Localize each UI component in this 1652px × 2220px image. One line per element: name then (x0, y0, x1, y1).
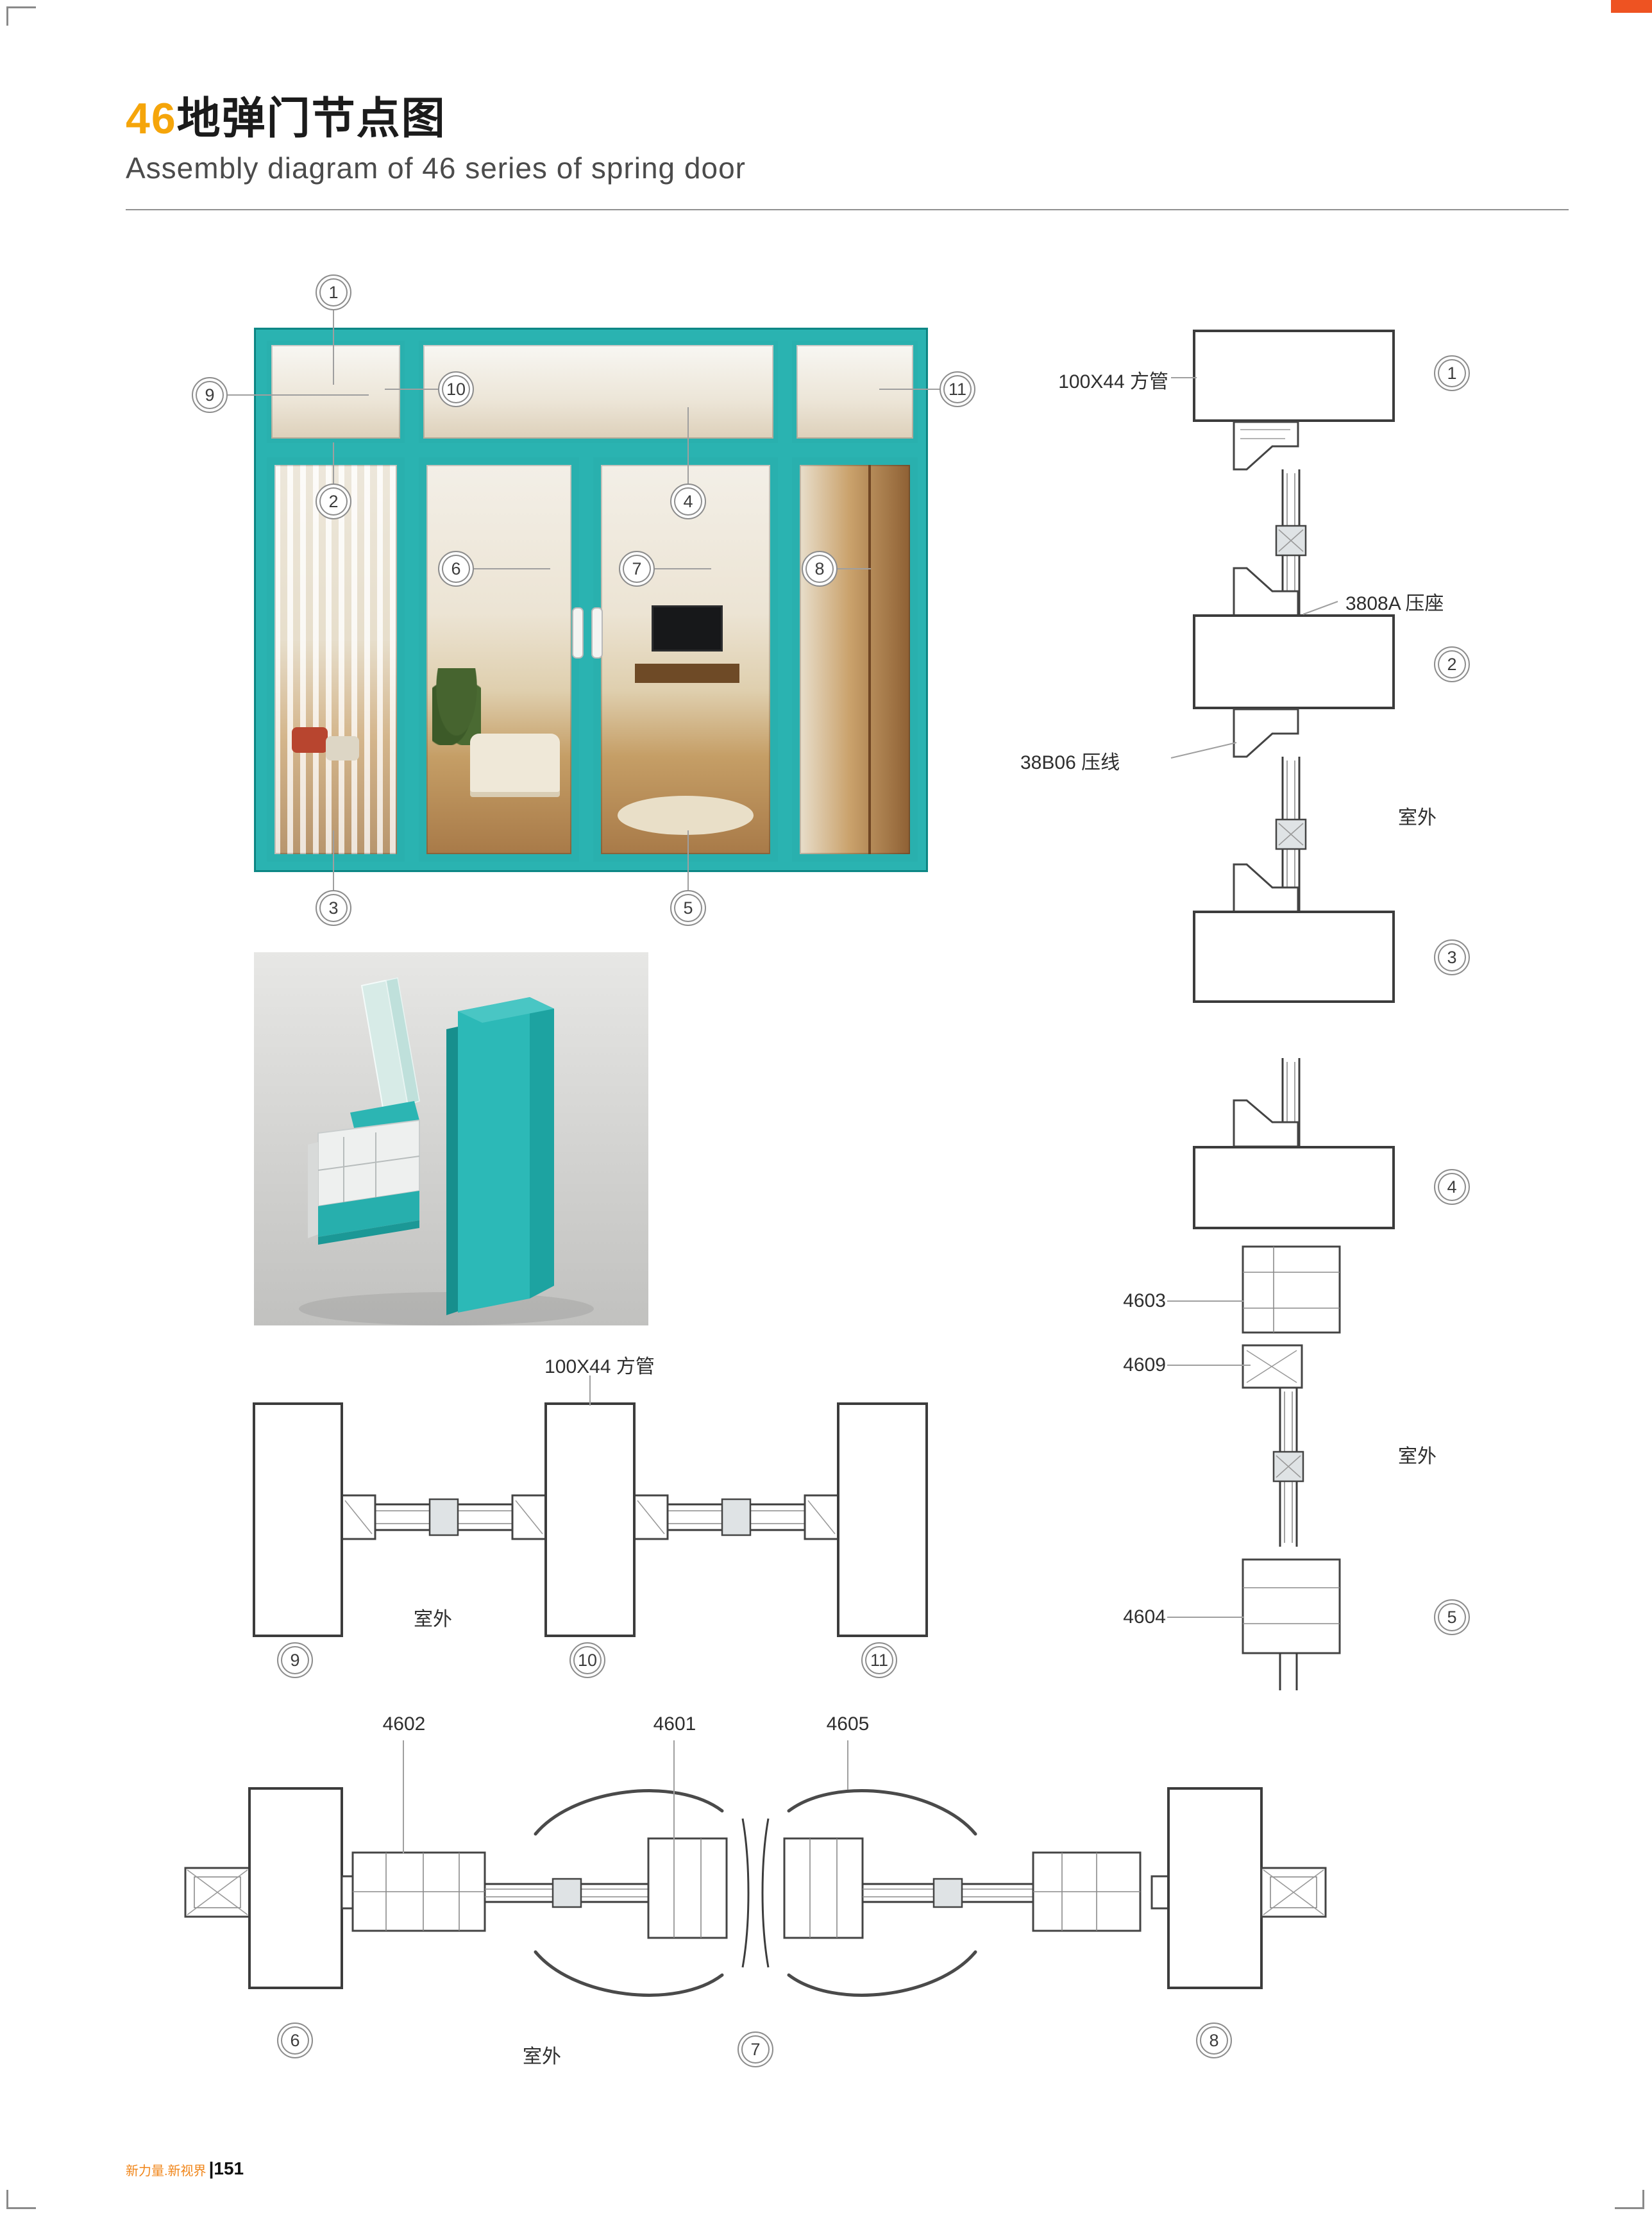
footer-page-number: |151 (208, 2158, 244, 2178)
callout-window-2: 2 (316, 484, 351, 519)
section-vertical-bottom-svg (1193, 1058, 1395, 1690)
page-footer: 新力量.新视界 |151 (126, 2160, 244, 2178)
callout-section-9: 9 (277, 1642, 313, 1678)
side-door-pane (792, 457, 918, 862)
label-38b06: 38B06 压线 (1020, 752, 1120, 773)
callout-section-11: 11 (861, 1642, 897, 1678)
callout-window-7: 7 (619, 551, 655, 587)
callout-section-5: 5 (1434, 1599, 1470, 1635)
label-4604: 4604 (1123, 1606, 1166, 1627)
callout-window-3: 3 (316, 890, 351, 926)
crop-mark-bottom-left-h (6, 2207, 36, 2209)
photo-pillow-white (326, 736, 360, 761)
profile-3d-svg (254, 952, 648, 1325)
section-horizontal-mid (253, 1402, 928, 1637)
transom-pane-middle (419, 341, 778, 443)
section-vertical-top (1193, 330, 1395, 1003)
door-handle-right (591, 607, 603, 659)
page-title-number: 46 (126, 94, 177, 143)
page-title: 46地弹门节点图 (126, 96, 746, 142)
label-outdoor-right-2: 室外 (1398, 1446, 1437, 1467)
callout-window-10: 10 (438, 371, 474, 407)
page-subtitle: Assembly diagram of 46 series of spring … (126, 151, 746, 185)
crop-mark-bottom-left-v (6, 2190, 8, 2209)
label-3808a: 3808A 压座 (1345, 593, 1444, 614)
callout-window-11: 11 (940, 371, 975, 407)
label-100x44-mid: 100X44 方管 (544, 1356, 655, 1377)
label-outdoor-mid: 室外 (414, 1609, 452, 1630)
callout-window-8: 8 (802, 551, 838, 587)
callout-window-6: 6 (438, 551, 474, 587)
callout-window-4: 4 (670, 484, 706, 519)
page-header: 46地弹门节点图 Assembly diagram of 46 series o… (126, 96, 746, 185)
section-vertical-bottom (1193, 1058, 1395, 1690)
callout-window-9: 9 (192, 377, 228, 413)
photo-tv (652, 605, 723, 652)
callout-window-5: 5 (670, 890, 706, 926)
callout-section-3: 3 (1434, 939, 1470, 975)
label-4601: 4601 (653, 1713, 696, 1735)
label-outdoor-bottom: 室外 (523, 2046, 561, 2067)
render-profile-body (308, 1101, 420, 1245)
callout-window-1: 1 (316, 274, 351, 310)
window-illustration (254, 328, 928, 872)
profile-3d-render (254, 952, 648, 1325)
callout-section-1: 1 (1434, 355, 1470, 391)
render-door-panel (446, 997, 554, 1315)
fixed-pane-left (267, 457, 405, 862)
label-4602: 4602 (382, 1713, 426, 1735)
label-4605: 4605 (826, 1713, 870, 1735)
label-outdoor-right-1: 室外 (1398, 807, 1437, 828)
crop-mark-bottom-right-v (1642, 2190, 1644, 2209)
photo-pillow-red (291, 727, 328, 753)
sliding-door-left (419, 457, 579, 862)
footer-brand: 新力量.新视界 (126, 2164, 206, 2178)
section-vertical-top-svg (1193, 330, 1395, 1003)
label-4603: 4603 (1123, 1290, 1166, 1311)
header-rule (126, 209, 1569, 210)
transom-pane-right (792, 341, 918, 443)
photo-sofa (469, 733, 560, 792)
callout-section-4: 4 (1434, 1169, 1470, 1205)
photo-plant (432, 668, 482, 746)
callout-section-7: 7 (738, 2031, 773, 2067)
photo-rug (618, 795, 754, 835)
render-glass-unit (360, 977, 420, 1113)
section-horizontal-mid-svg (253, 1402, 928, 1637)
door-handle-left (572, 607, 584, 659)
page-title-cn: 地弹门节点图 (176, 94, 446, 143)
transom-pane-left (267, 341, 405, 443)
leader-lines-group (227, 310, 1338, 1854)
corner-color-bar (1611, 0, 1652, 13)
crop-mark-bottom-right-h (1615, 2207, 1644, 2209)
crop-mark-top-left-h (6, 6, 36, 8)
section-horizontal-bottom-svg (184, 1787, 1327, 1997)
crop-mark-top-left-v (6, 6, 8, 26)
label-4609: 4609 (1123, 1354, 1166, 1375)
photo-cabinet (634, 663, 740, 683)
callout-section-2: 2 (1434, 646, 1470, 682)
label-100x44-right: 100X44 方管 (1058, 371, 1168, 392)
sliding-door-right (593, 457, 778, 862)
section-horizontal-bottom (184, 1787, 1327, 1997)
photo-door-edge (868, 465, 871, 854)
callout-section-10: 10 (569, 1642, 605, 1678)
callout-section-8: 8 (1196, 2022, 1232, 2058)
callout-section-6: 6 (277, 2022, 313, 2058)
